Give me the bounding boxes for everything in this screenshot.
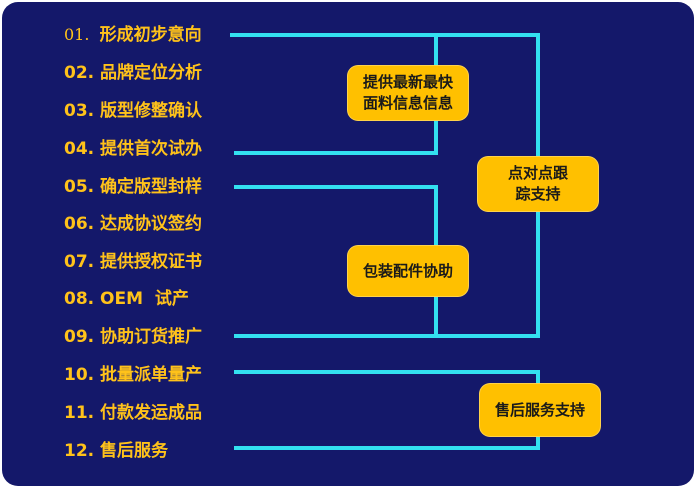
after-sales-badge: 售后服务支持 [480, 384, 600, 436]
step-12: 12. 售后服务 [64, 441, 169, 461]
step-10: 10. 批量派单量产 [64, 365, 203, 385]
step-03: 03. 版型修整确认 [64, 101, 203, 121]
fabric-info-badge: 提供最新最快 面料信息信息 [348, 66, 468, 120]
step-09: 09. 协助订货推广 [64, 327, 203, 347]
step-01: 01. 形成初步意向 [64, 25, 202, 45]
tracking-support-badge: 点对点跟 踪支持 [478, 157, 598, 211]
packaging-badge: 包装配件协助 [348, 246, 468, 296]
process-panel: 01. 形成初步意向 02. 品牌定位分析 03. 版型修整确认 04. 提供首… [2, 2, 694, 486]
step-06: 06. 达成协议签约 [64, 214, 203, 234]
step-04: 04. 提供首次试办 [64, 139, 203, 159]
step-05: 05. 确定版型封样 [64, 177, 203, 197]
step-08: 08. OEM 试产 [64, 289, 189, 309]
step-11: 11. 付款发运成品 [64, 403, 203, 423]
step-07: 07. 提供授权证书 [64, 252, 203, 272]
step-02: 02. 品牌定位分析 [64, 63, 203, 83]
